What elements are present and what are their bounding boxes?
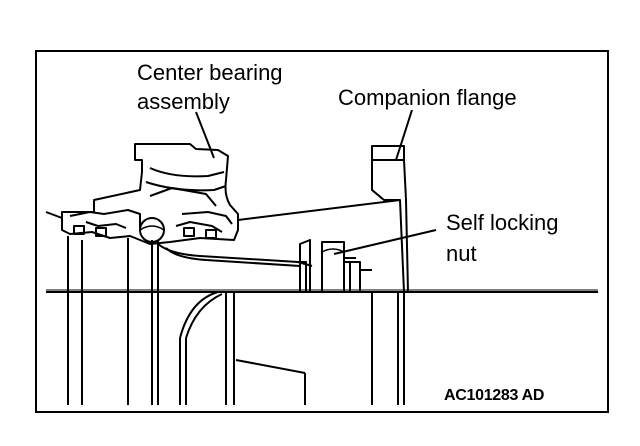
- leader-center-bearing: [195, 111, 215, 159]
- label-self-locking-line2: nut: [446, 241, 477, 266]
- label-center-bearing-line1: Center bearing: [137, 60, 283, 85]
- figure-frame: [35, 50, 609, 413]
- companion-flange: [371, 145, 409, 405]
- bearing-ball: [139, 217, 165, 243]
- leader-lines: [195, 109, 437, 255]
- center-bearing: [45, 143, 239, 245]
- shaft-tube: [46, 236, 598, 405]
- drive-shaft-assembly: [45, 143, 598, 405]
- self-locking-nut: [296, 239, 372, 293]
- label-self-locking-line1: Self locking: [446, 210, 559, 235]
- label-center-bearing-line2: assembly: [137, 89, 230, 114]
- label-companion-flange: Companion flange: [338, 85, 517, 110]
- leader-companion-flange: [395, 109, 413, 161]
- figure-code: AC101283 AD: [444, 387, 545, 404]
- leader-self-locking-nut: [333, 229, 437, 255]
